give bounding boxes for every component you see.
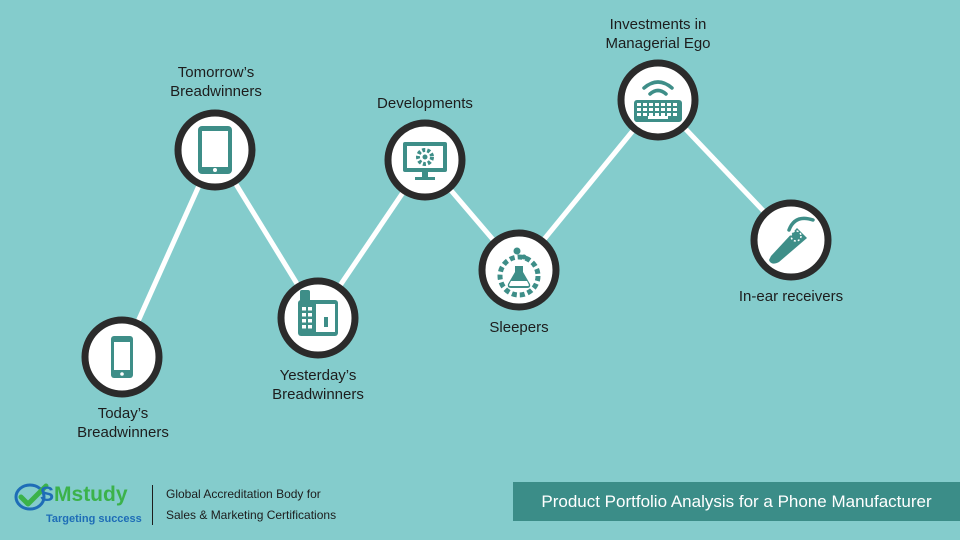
check-mark-icon	[14, 483, 49, 511]
wireless-keyboard-icon	[634, 80, 682, 122]
flask-gear-icon	[497, 247, 541, 298]
desk-phone-icon	[298, 290, 338, 336]
node-sleepers	[478, 229, 560, 311]
label-todays-breadwinners: Today’s Breadwinners	[77, 405, 169, 441]
label-in-ear-receivers: In-ear receivers	[738, 288, 844, 305]
label-investments-in-managerial-ego: Investments in Managerial Ego	[605, 16, 711, 52]
logo-tagline: Targeting success	[46, 513, 142, 525]
tablet-icon	[198, 126, 232, 174]
node-circles	[81, 59, 832, 398]
logo-brand: SMstudy	[20, 483, 128, 507]
bluetooth-headset-icon	[769, 216, 815, 264]
footer-divider	[152, 485, 153, 525]
accreditation-line-1: Global Accreditation Body for	[166, 487, 321, 501]
smartphone-icon	[111, 336, 133, 378]
label-sleepers: Sleepers	[489, 319, 549, 336]
node-yesterdays-breadwinners	[277, 277, 359, 359]
node-in-ear-receivers	[750, 199, 832, 281]
label-tomorrows-breadwinners: Tomorrow’s Breadwinners	[170, 64, 262, 100]
label-developments: Developments	[377, 95, 473, 112]
label-yesterdays-breadwinners: Yesterday’s Breadwinners	[272, 367, 364, 403]
logo-brand-prefix: S	[40, 483, 55, 506]
node-investments-in-managerial-ego	[617, 59, 699, 141]
slide-title-bar: Product Portfolio Analysis for a Phone M…	[513, 482, 960, 521]
monitor-gear-icon	[403, 142, 447, 180]
accreditation-line-2: Sales & Marketing Certifications	[166, 508, 337, 522]
logo-brand-suffix: Mstudy	[54, 483, 128, 506]
node-tomorrows-breadwinners	[174, 109, 256, 191]
slide-title: Product Portfolio Analysis for a Phone M…	[541, 492, 932, 511]
node-developments	[384, 119, 466, 201]
node-todays-breadwinners	[81, 316, 163, 398]
